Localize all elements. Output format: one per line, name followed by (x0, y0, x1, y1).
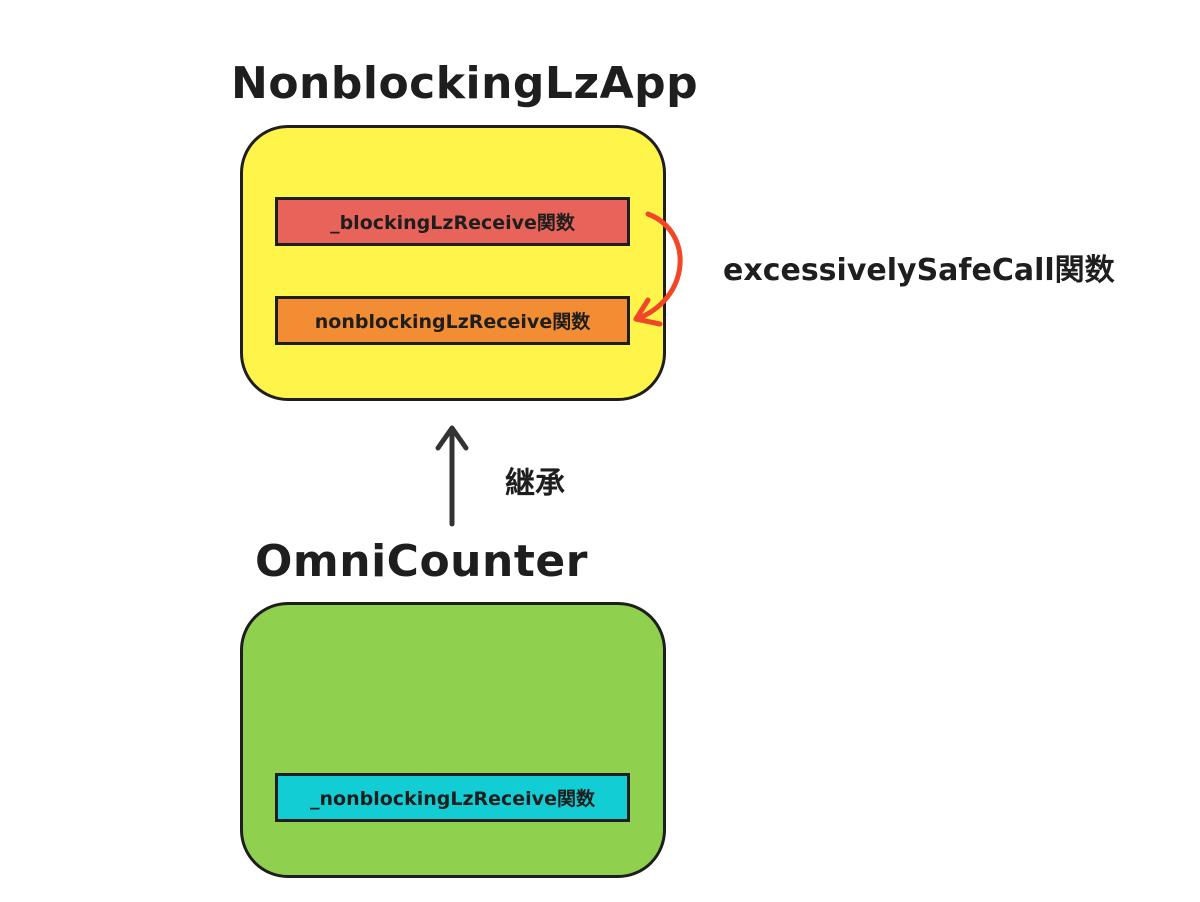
blocking-lz-receive-function: _blockingLzReceive関数 (275, 197, 630, 246)
inheritance-arrow-label: 継承 (505, 466, 565, 501)
child-nonblocking-lz-receive-function: _nonblockingLzReceive関数 (275, 773, 630, 822)
child-contract-box (240, 602, 666, 878)
call-arrow-label: excessivelySafeCall関数 (723, 253, 1115, 288)
call-arrow (633, 211, 683, 327)
inheritance-arrow (435, 425, 469, 527)
child-contract-title: OmniCounter (255, 536, 588, 587)
parent-contract-box (240, 125, 666, 401)
parent-contract-title: NonblockingLzApp (231, 58, 699, 109)
nonblocking-lz-receive-function: nonblockingLzReceive関数 (275, 296, 630, 345)
